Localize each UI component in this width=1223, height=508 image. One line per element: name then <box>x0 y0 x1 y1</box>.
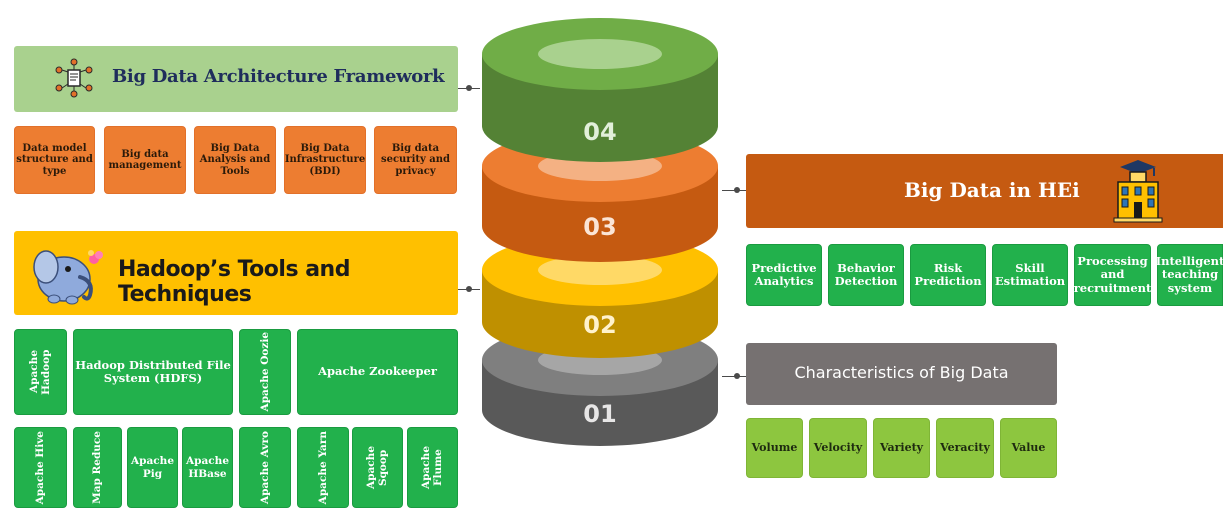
hadoop-tool: Apache Sqoop <box>352 427 403 508</box>
hadoop-tool: Hadoop Distributed File System (HDFS) <box>73 329 233 415</box>
hadoop-connector-dot <box>466 286 472 292</box>
characteristic-item: Variety <box>873 418 930 478</box>
characteristics-banner: Characteristics of Big Data <box>746 343 1057 405</box>
framework-item: Big Data Infrastructure (BDI) <box>284 126 366 194</box>
hadoop-tool: Map Reduce <box>73 427 122 508</box>
hei-connector-dot <box>734 187 740 193</box>
hadoop-tool: Apache Oozie <box>239 329 291 415</box>
framework-connector-dot <box>466 85 472 91</box>
characteristics-connector-dot <box>734 373 740 379</box>
hadoop-tool: Apache Hadoop <box>14 329 67 415</box>
characteristic-item: Volume <box>746 418 803 478</box>
hadoop-banner: Hadoop’s Tools and Techniques <box>14 231 458 315</box>
hadoop-tool: Apache Avro <box>239 427 291 508</box>
elephant-mascot-icon <box>33 250 103 305</box>
framework-item: Data model structure and type <box>14 126 95 194</box>
layer-02-label: 02 <box>583 311 617 339</box>
hei-item: Intelligent teaching system <box>1156 244 1223 306</box>
hei-item: Predictive Analytics <box>746 244 822 306</box>
network-document-icon <box>55 58 93 98</box>
framework-banner: Big Data Architecture Framework <box>14 46 458 112</box>
framework-item: Big Data Analysis and Tools <box>194 126 276 194</box>
characteristic-item: Value <box>1000 418 1057 478</box>
hadoop-tool: Apache Flume <box>407 427 458 508</box>
characteristic-item: Velocity <box>809 418 867 478</box>
framework-item: Big data security and privacy <box>374 126 457 194</box>
framework-item: Big data management <box>104 126 186 194</box>
layer-03-label: 03 <box>583 213 617 241</box>
hadoop-title: Hadoop’s Tools and Techniques <box>118 257 350 307</box>
layer-04 <box>482 18 718 162</box>
hei-title: Big Data in HEi <box>904 178 1080 202</box>
hadoop-tool: Apache Zookeeper <box>297 329 458 415</box>
hadoop-tool: Apache Pig <box>127 427 178 508</box>
characteristic-item: Veracity <box>936 418 994 478</box>
layer-04-label: 04 <box>583 118 617 146</box>
university-building-icon <box>1113 160 1163 223</box>
hadoop-tool: Apache Hive <box>14 427 67 508</box>
hadoop-tool: Apache HBase <box>182 427 233 508</box>
hei-item: Behavior Detection <box>828 244 904 306</box>
hei-item: Skill Estimation <box>992 244 1068 306</box>
layer-01-label: 01 <box>583 400 617 428</box>
hadoop-tool: Apache Yarn <box>297 427 349 508</box>
hei-banner: Big Data in HEi <box>746 154 1223 228</box>
characteristics-title: Characteristics of Big Data <box>794 363 1009 382</box>
framework-title: Big Data Architecture Framework <box>112 66 445 87</box>
hei-item: Risk Prediction <box>910 244 986 306</box>
hei-item: Processing and recruitment <box>1074 244 1151 306</box>
layer-stack <box>482 18 718 446</box>
